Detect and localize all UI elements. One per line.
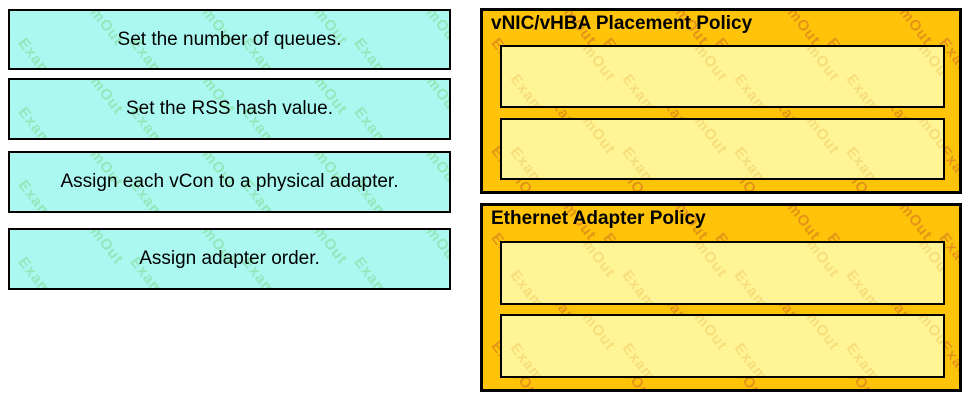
drag-option-label: Assign each vCon to a physical adapter. bbox=[60, 171, 399, 192]
drag-option-set-number-of-queues[interactable]: ExamOutExamOutExamOutExamOutExamOutExamO… bbox=[8, 9, 451, 70]
target-group-title: Ethernet Adapter Policy bbox=[491, 208, 706, 229]
drag-option-label: Set the number of queues. bbox=[117, 28, 342, 50]
drag-option-label: Assign adapter order. bbox=[139, 248, 320, 269]
target-group-title: vNIC/vHBA Placement Policy bbox=[491, 13, 753, 34]
drag-option-label: Set the RSS hash value. bbox=[125, 98, 333, 119]
